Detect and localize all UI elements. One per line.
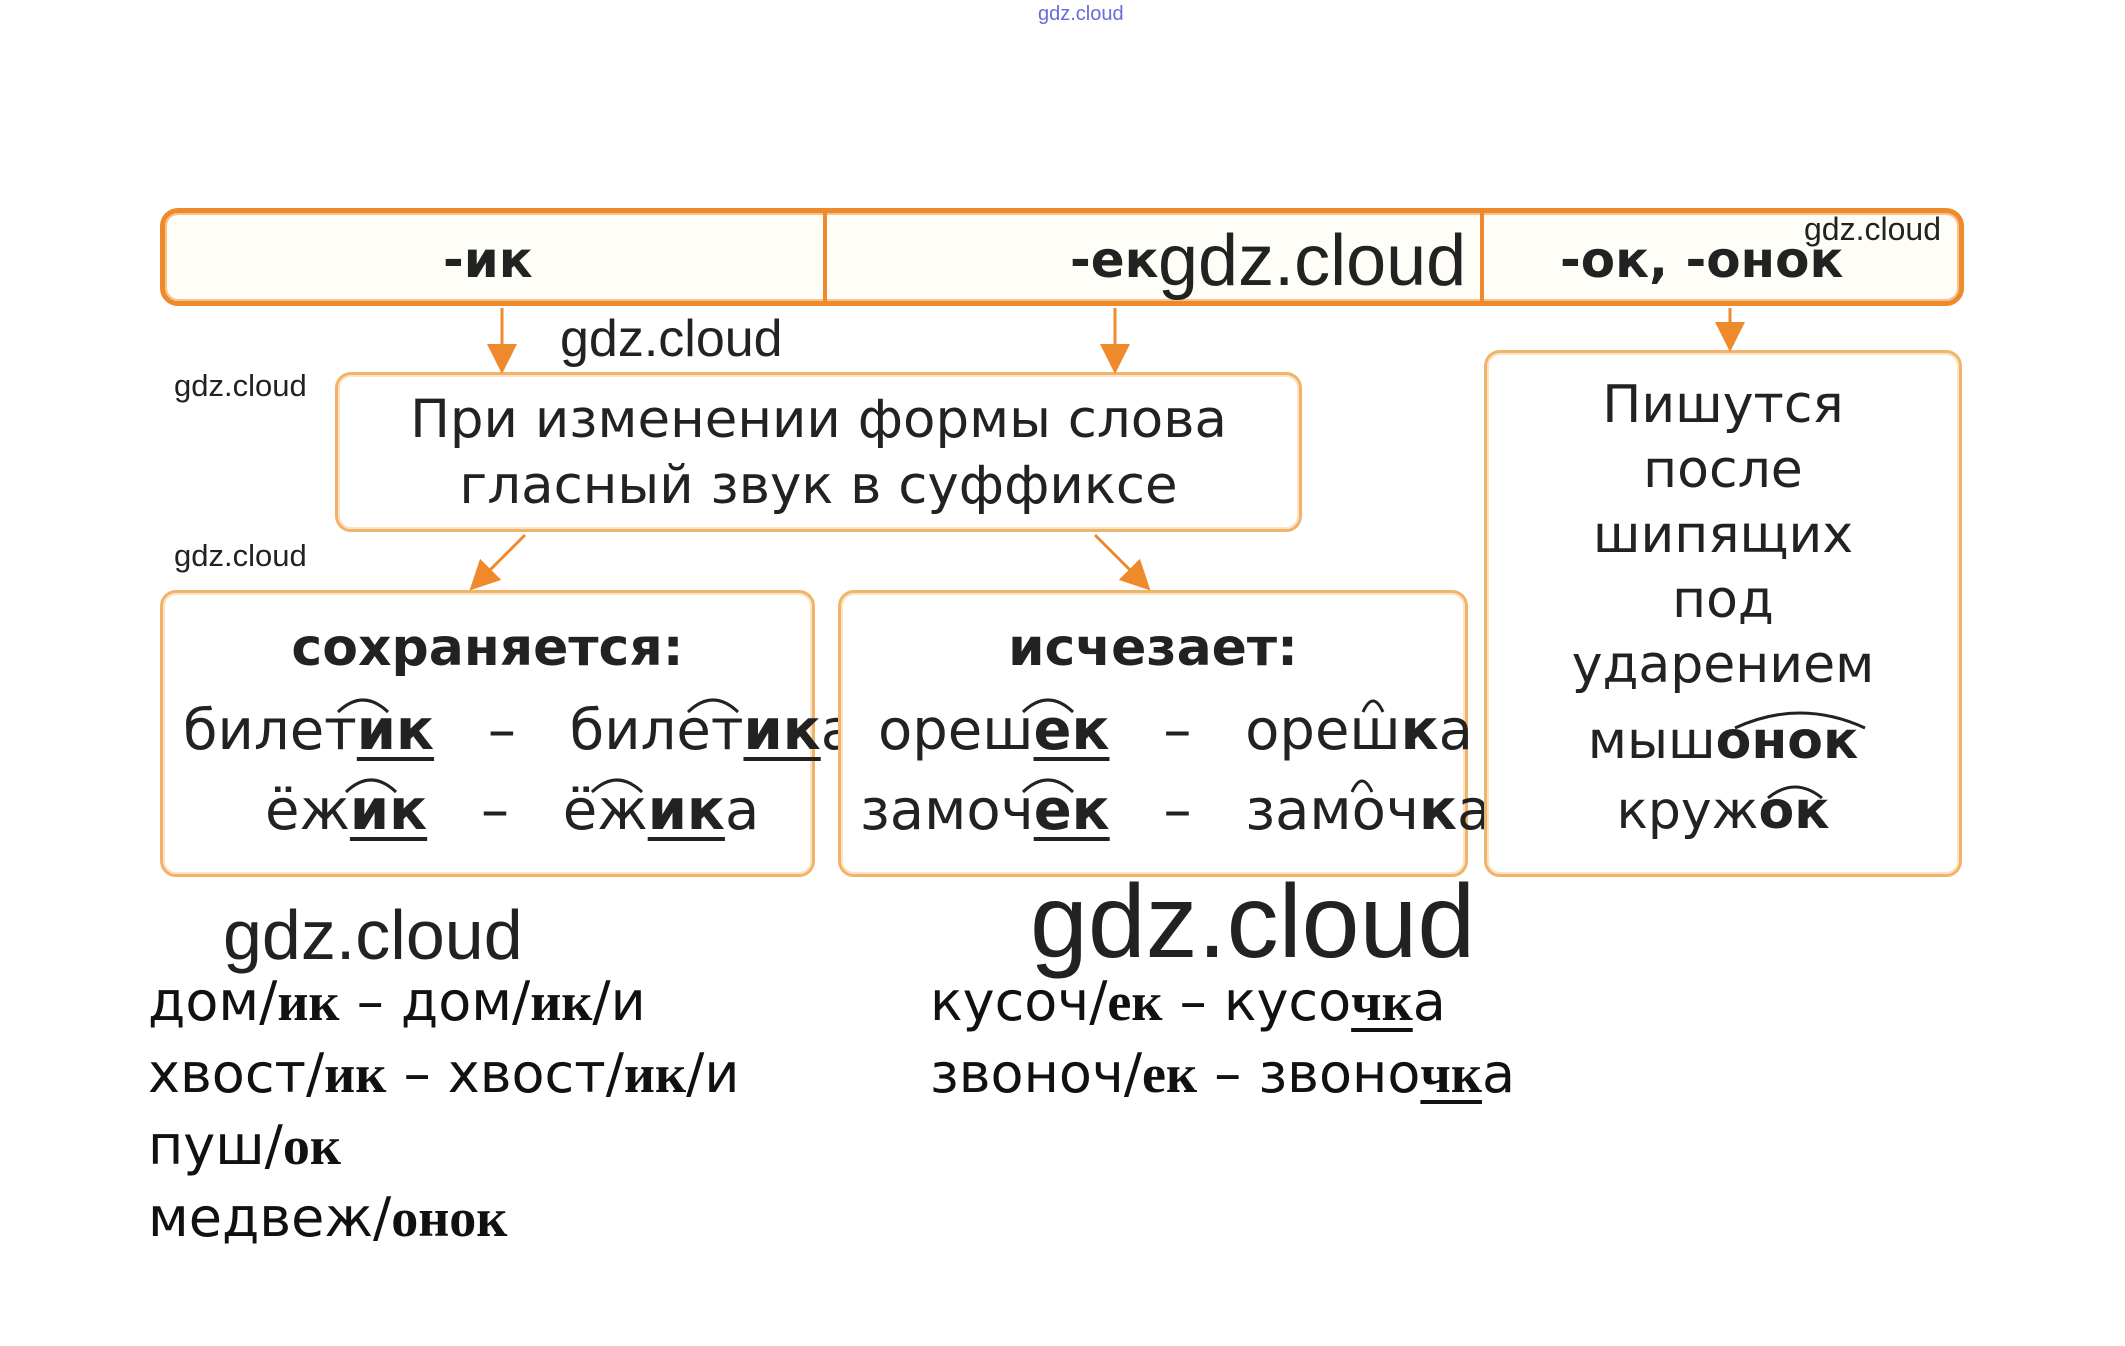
watermark: gdz.cloud xyxy=(223,896,523,974)
lost-example-row-2: замочек – замочка xyxy=(860,778,1492,843)
watermark: gdz.cloud xyxy=(174,538,307,573)
suffix-ik-label: -ик xyxy=(443,231,533,289)
answer-left-1: дом/ик – дом/ик/и xyxy=(148,970,646,1033)
lost-box: исчезает: xyxy=(838,590,1468,877)
rule-box: При изменении формы слова гласный звук в… xyxy=(335,372,1302,532)
kept-example-row-1: билетик – билетика xyxy=(183,698,855,763)
suffix-ek-label: -ек xyxy=(1070,231,1159,289)
suffix-marked: ик xyxy=(647,778,725,843)
answer-left-2: хвост/ик – хвост/ик/и xyxy=(148,1042,740,1105)
suffix-marked: ик xyxy=(349,778,428,843)
arrow-rule-to-kept xyxy=(469,533,527,591)
answer-right-1: кусоч/ек – кусочка xyxy=(930,970,1446,1033)
suffix-marked: ок xyxy=(1758,781,1830,841)
suffix-marked: онок xyxy=(1715,711,1859,771)
hissing-rule-line: после xyxy=(1643,440,1803,500)
hissing-rule-line: под xyxy=(1672,570,1774,630)
kept-box: сохраняется: xyxy=(160,590,815,877)
suffix-marked: к xyxy=(1419,778,1458,843)
hissing-rule-line: ударением xyxy=(1571,635,1875,695)
hissing-rule-line: шипящих xyxy=(1592,505,1854,565)
arrow-rule-to-lost xyxy=(1093,533,1151,591)
rule-line-2: гласный звук в суффиксе xyxy=(459,455,1178,516)
watermark: gdz.cloud xyxy=(560,310,783,368)
hissing-rule-line: Пишутся xyxy=(1602,375,1844,435)
lost-title: исчезает: xyxy=(1008,618,1298,678)
suffix-marked: ек xyxy=(1033,778,1110,843)
header-divider xyxy=(1480,213,1484,301)
suffix-marked: ик xyxy=(743,698,821,763)
rule-line-1: При изменении формы слова xyxy=(410,389,1227,450)
answer-right-2: звоноч/ек – звоночка xyxy=(930,1042,1516,1105)
watermark: gdz.cloud xyxy=(1804,211,1941,247)
suffix-ok-onok-label: -ок, -онок xyxy=(1560,231,1844,289)
hissing-example-1: мышонок xyxy=(1587,711,1859,771)
answer-left-4: медвеж/онок xyxy=(148,1186,508,1249)
watermark: gdz.cloud xyxy=(1030,864,1476,980)
header-divider xyxy=(823,213,827,301)
watermark: gdz.cloud xyxy=(1158,221,1467,301)
suffix-header: -ик -ек -ок, -онок xyxy=(160,208,1964,306)
suffix-marked: ек xyxy=(1033,698,1110,763)
watermark: gdz.cloud xyxy=(174,368,307,403)
answer-left-3: пуш/ок xyxy=(148,1114,341,1177)
watermark-top: gdz.cloud xyxy=(1038,3,1124,25)
lost-example-row-1: орешек – орешка xyxy=(878,698,1473,763)
suffix-marked: ик xyxy=(356,698,435,763)
kept-example-row-2: ёжик – ёжика xyxy=(265,778,760,843)
suffix-marked: к xyxy=(1400,698,1439,763)
hissing-rule-box: Пишутся после шипящих под ударением мышо… xyxy=(1484,350,1962,877)
kept-title: сохраняется: xyxy=(291,618,684,678)
hissing-example-2: кружок xyxy=(1616,781,1830,841)
